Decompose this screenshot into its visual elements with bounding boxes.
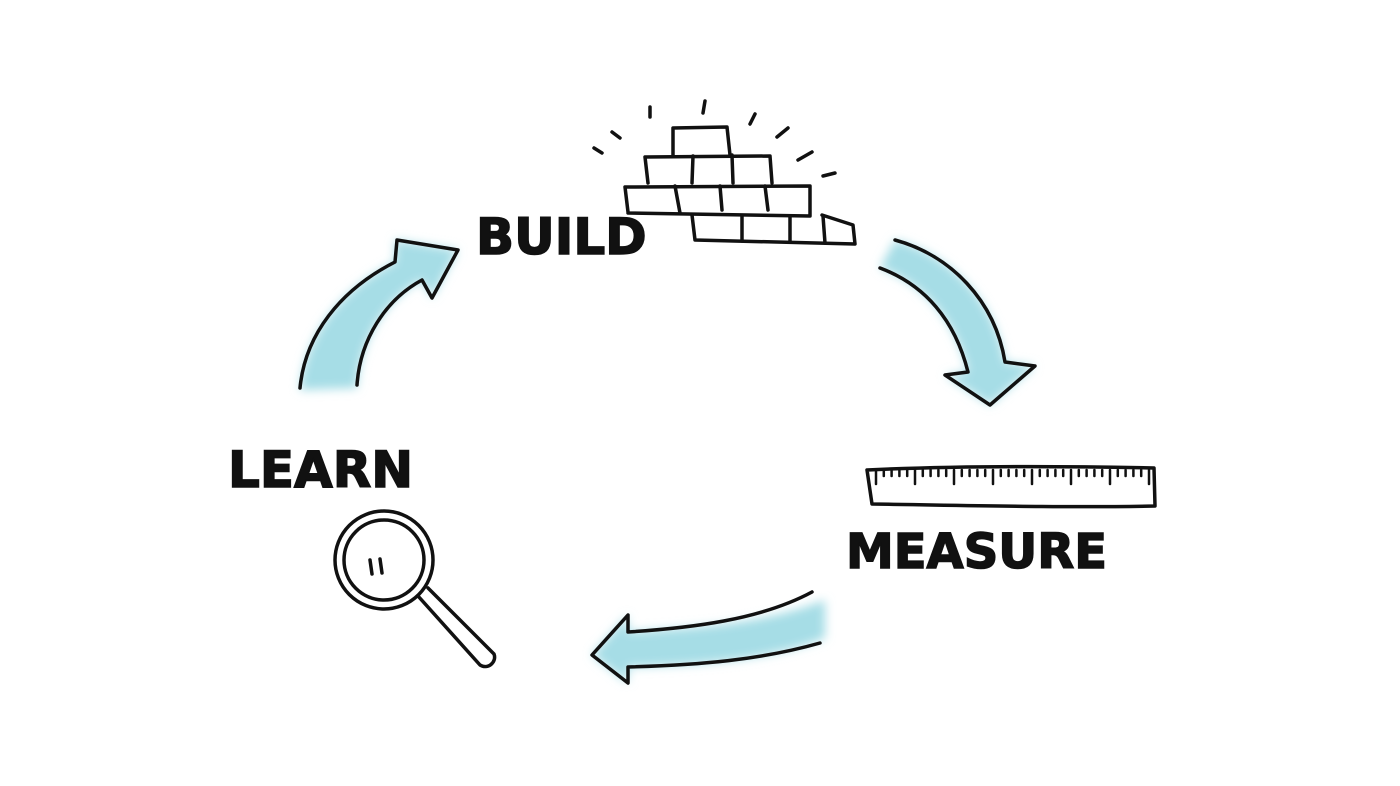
- arrow-measure-to-learn: [590, 590, 825, 685]
- ruler-icon: [865, 464, 1157, 509]
- stage-label-measure: MEASURE: [846, 524, 1107, 580]
- magnifier-icon: [333, 509, 497, 669]
- arrow-learn-to-build: [298, 238, 460, 390]
- bricks-icon: [592, 99, 857, 246]
- arrow-build-to-measure: [878, 238, 1037, 407]
- stage-label-build: BUILD: [476, 208, 647, 266]
- stage-label-learn: LEARN: [228, 441, 413, 499]
